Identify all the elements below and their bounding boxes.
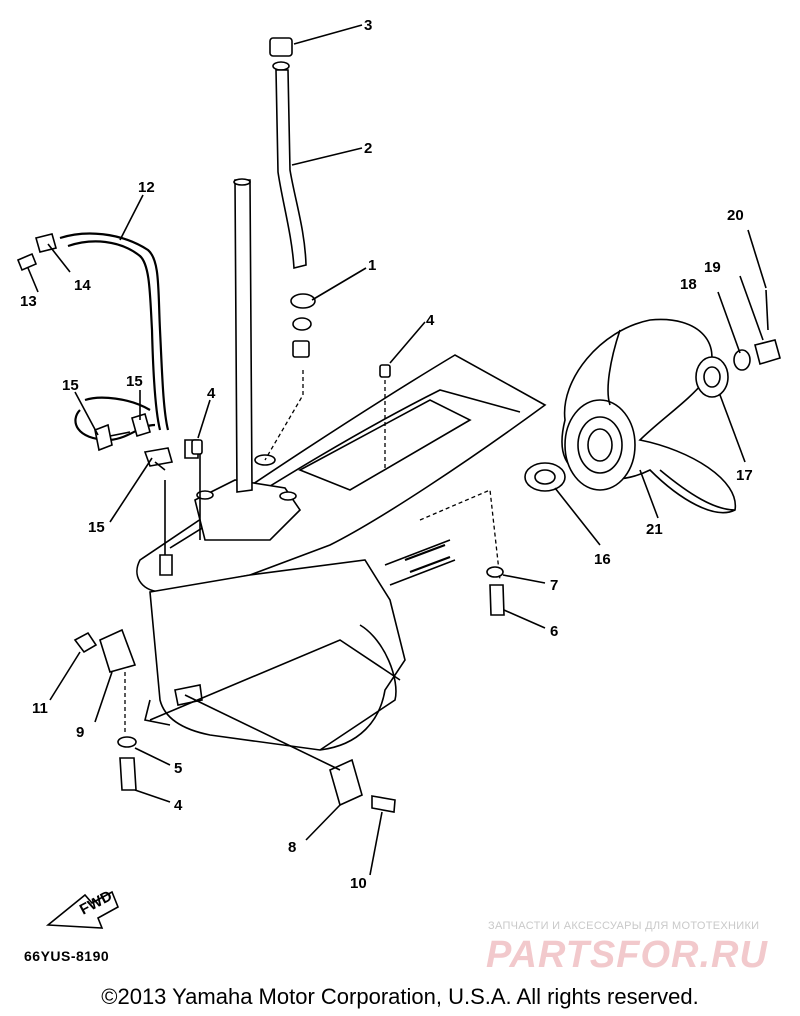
callout-3: 3 xyxy=(364,17,372,34)
propeller-assembly xyxy=(419,289,781,581)
callout-8: 7 xyxy=(550,577,558,594)
water-tube-assembly xyxy=(264,37,316,461)
callout-15-bottom: 15 xyxy=(88,519,105,536)
callout-15-mid-right: 15 xyxy=(126,373,143,390)
callout-19: 19 xyxy=(704,259,721,276)
lower-case-housing xyxy=(136,178,547,751)
callout-16: 16 xyxy=(594,551,611,568)
callout-15-top: 14 xyxy=(74,277,91,294)
callout-6: 5 xyxy=(174,760,182,777)
callout-11: 10 xyxy=(350,875,367,892)
fasteners xyxy=(73,439,505,813)
hose-assembly xyxy=(16,232,199,576)
callout-21: 21 xyxy=(646,521,663,538)
callout-18: 18 xyxy=(680,276,697,293)
fwd-arrow: FWD xyxy=(45,887,120,929)
callout-17: 17 xyxy=(736,467,753,484)
callout-7: 6 xyxy=(550,623,558,640)
plug-right xyxy=(379,364,391,470)
callout-4-right: 4 xyxy=(426,312,435,329)
copyright-notice: ©2013 Yamaha Motor Corporation, U.S.A. A… xyxy=(101,984,699,1009)
callout-1: 1 xyxy=(368,257,376,274)
callout-13: 12 xyxy=(138,179,155,196)
callout-20: 20 xyxy=(727,207,744,224)
callout-2: 2 xyxy=(364,140,372,157)
callout-5: 4 xyxy=(174,797,183,814)
leader-lines xyxy=(27,24,767,876)
callout-labels: 3 2 1 4 4 12 14 13 15 15 15 20 19 18 17 … xyxy=(20,17,753,892)
callout-4-left: 4 xyxy=(207,385,216,402)
watermark-tagline: ЗАПЧАСТИ И АКСЕССУАРЫ ДЛЯ МОТОТЕХНИКИ xyxy=(488,920,760,932)
watermark-brand: PARTSFOR.RU xyxy=(486,934,768,976)
callout-12: 11 xyxy=(32,700,48,717)
callout-10: 9 xyxy=(76,724,84,741)
callout-15-mid-left: 15 xyxy=(62,377,79,394)
callout-14: 13 xyxy=(20,293,37,310)
callout-9: 8 xyxy=(288,839,296,856)
drawing-code: 66YUS-8190 xyxy=(24,948,110,964)
